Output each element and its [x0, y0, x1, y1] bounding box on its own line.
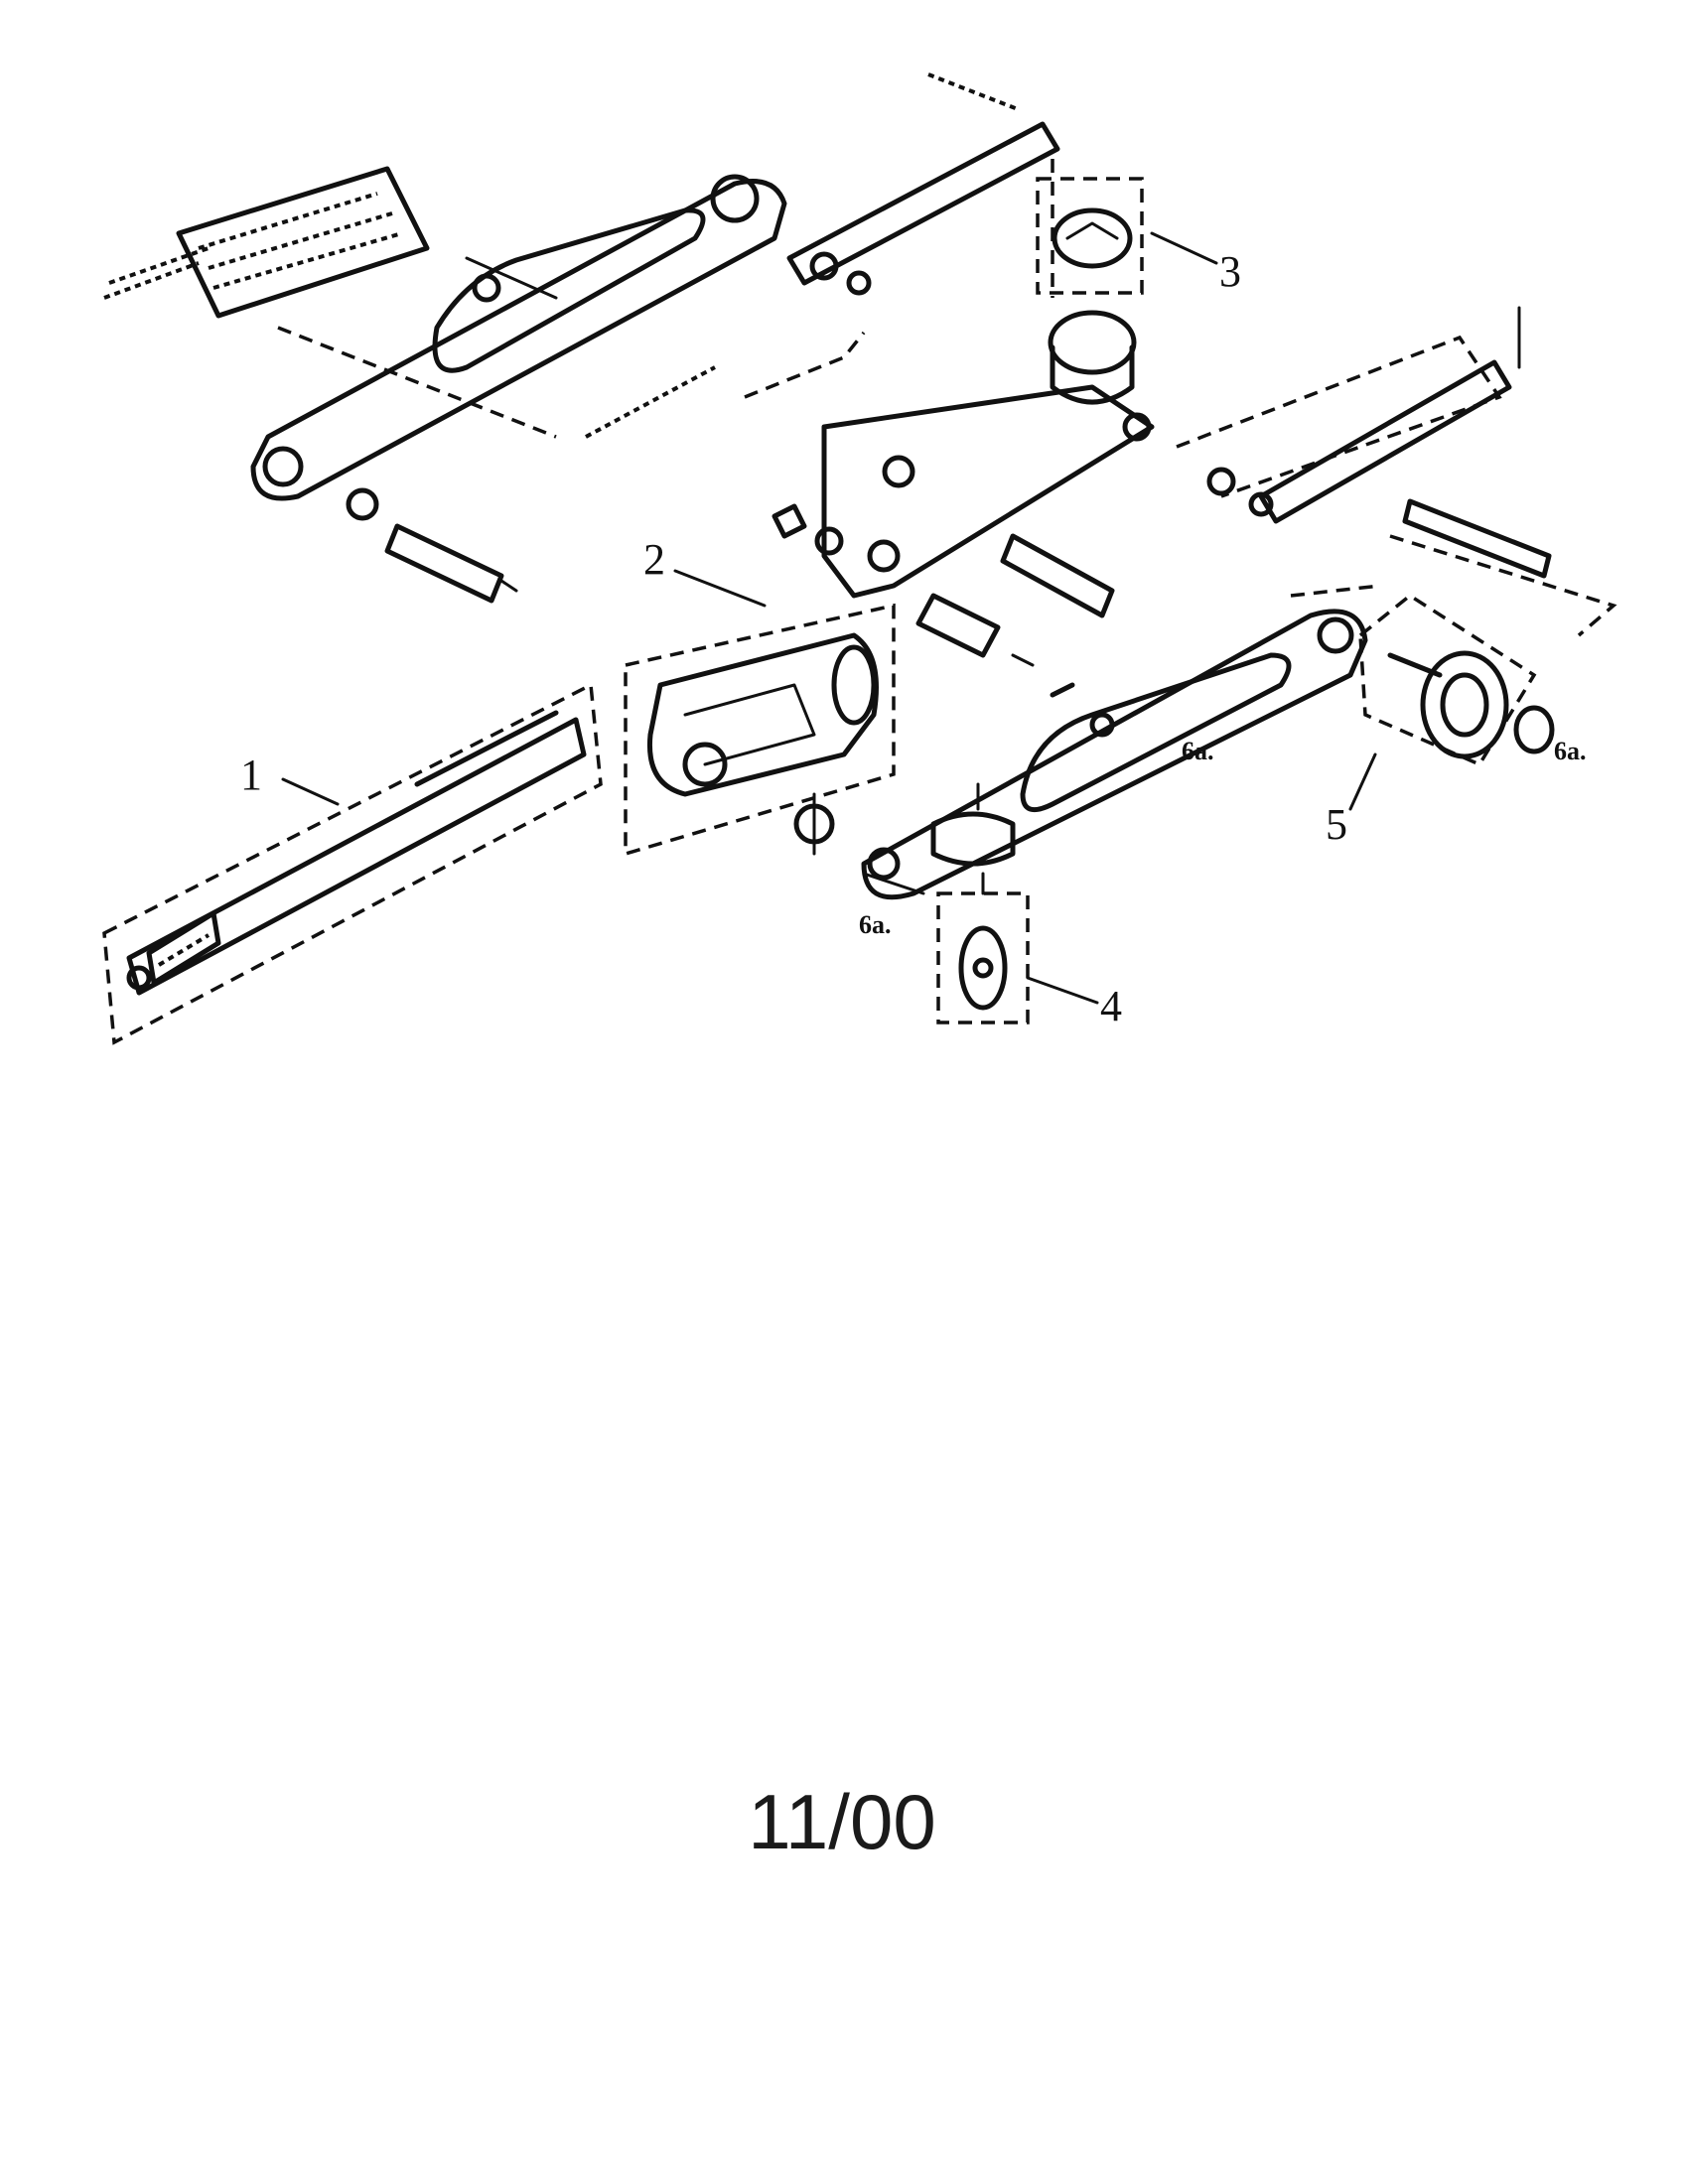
part-4-caster: [862, 782, 1030, 1024]
callout-1: 1: [240, 751, 262, 799]
qty-label-wheel: 6a.: [1554, 737, 1587, 765]
callout-5: 5: [1326, 800, 1347, 849]
callout-4: 4: [1100, 982, 1122, 1030]
spacer-tubes: [915, 533, 1115, 667]
right-pivot-arm: [861, 584, 1381, 900]
part-1-rail: [102, 682, 603, 1045]
center-bracket: [744, 310, 1155, 599]
part-2-motor-assembly: [624, 603, 896, 857]
qty-label-arm: 6a.: [1182, 737, 1214, 765]
right-shaft: [1176, 306, 1617, 637]
callout-2: 2: [643, 535, 665, 584]
qty-label-caster: 6a.: [859, 910, 892, 939]
leader-lines: [281, 231, 1377, 1005]
page-number: 11/00: [748, 1778, 936, 1865]
top-shaft: [786, 72, 1060, 298]
part-5-wheel: [1358, 593, 1555, 767]
callout-3: 3: [1219, 247, 1241, 296]
left-roller-pin: [346, 487, 518, 604]
part-3-cap: [1036, 177, 1144, 295]
label-plate: [103, 166, 430, 319]
left-pivot-arm: [250, 174, 787, 501]
